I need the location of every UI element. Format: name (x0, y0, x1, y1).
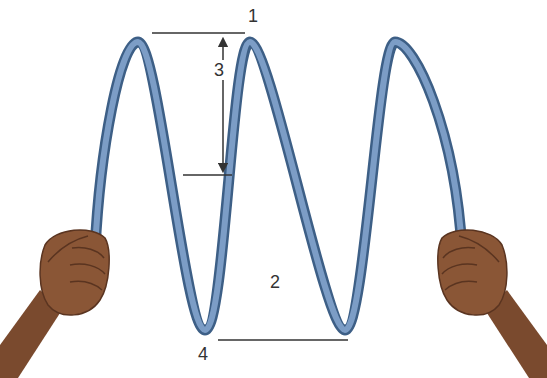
callout-number: 2 (268, 272, 282, 292)
left-hand (0, 230, 109, 378)
rope (95, 42, 462, 330)
callout-number: 1 (246, 6, 260, 26)
rope-outline (95, 42, 462, 330)
crest-line (152, 32, 245, 34)
callout-number: 3 (212, 60, 226, 80)
wavelength-line (218, 339, 348, 341)
rest-line (183, 174, 232, 176)
callout-number: 4 (196, 344, 210, 364)
right-hand (438, 230, 547, 378)
